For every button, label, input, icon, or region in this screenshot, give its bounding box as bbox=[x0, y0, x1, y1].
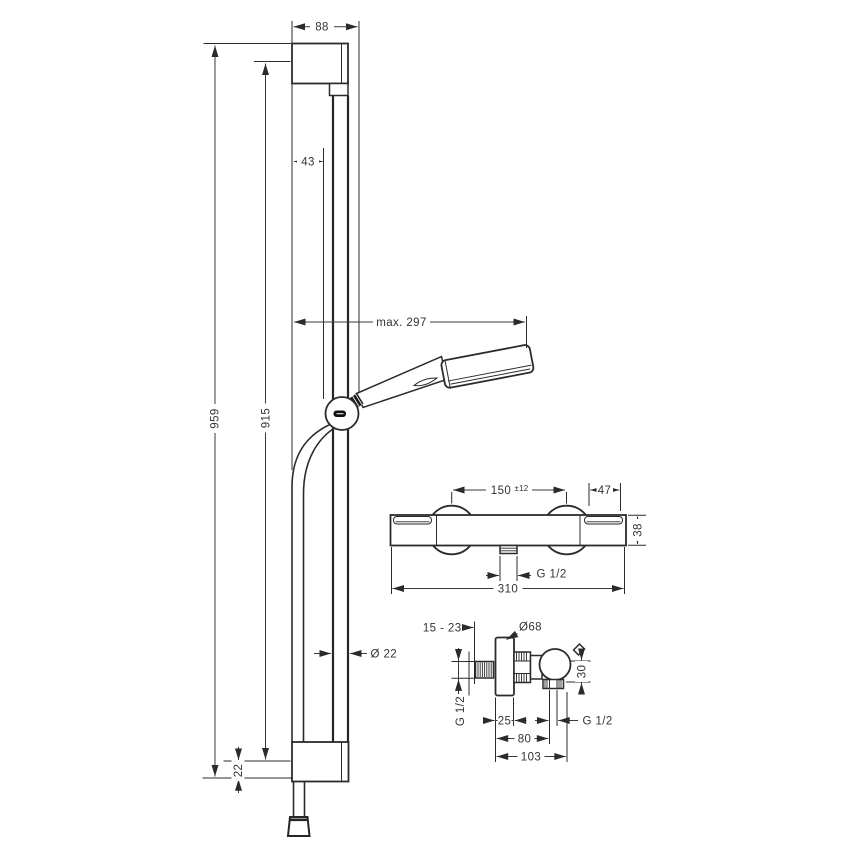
dim-80-label: 80 bbox=[518, 734, 532, 746]
dim-g12-inlet-label: G 1/2 bbox=[455, 696, 467, 726]
left-handle-grip bbox=[393, 516, 432, 525]
dim-22-label: 22 bbox=[233, 764, 245, 778]
dim-30-label: 30 bbox=[577, 665, 589, 679]
valve-escutcheon bbox=[494, 636, 515, 697]
thermostat-dimensions: 150 ±12 47 38 G 1/2 310 bbox=[391, 483, 646, 596]
dim-g12-outlet-label: G 1/2 bbox=[583, 716, 613, 728]
slider-holder bbox=[324, 396, 360, 431]
slide-bar-dimensions: 88 43 max. 297 959 915 22 bbox=[202, 20, 527, 793]
thermostat-body bbox=[389, 514, 627, 547]
dim-959-label: 959 bbox=[210, 408, 222, 428]
slide-bar-assembly bbox=[286, 21, 535, 837]
thermostat-mixer bbox=[389, 504, 627, 556]
dim-310-label: 310 bbox=[498, 584, 518, 596]
hand-shower bbox=[350, 344, 535, 409]
handle-tab bbox=[572, 642, 586, 657]
dim-o22-label: Ø 22 bbox=[371, 649, 398, 661]
dim-150-label: 150 bbox=[491, 485, 511, 497]
dim-47-label: 47 bbox=[598, 485, 612, 497]
inlet-nipple bbox=[474, 660, 495, 679]
hand-shower-head bbox=[440, 344, 535, 389]
hand-shower-handle bbox=[355, 355, 448, 409]
dim-25-label: 25 bbox=[498, 716, 512, 728]
dim-1523-label: 15 - 23 bbox=[423, 623, 462, 635]
bottom-wall-bracket bbox=[291, 741, 350, 783]
shutoff-valve bbox=[468, 621, 586, 697]
dim-o68-label: Ø68 bbox=[519, 622, 542, 634]
dim-88-label: 88 bbox=[315, 22, 329, 34]
hex-nut bbox=[513, 651, 532, 684]
dim-915-label: 915 bbox=[261, 408, 273, 428]
dim-38-label: 38 bbox=[633, 523, 645, 537]
hose-end-connector bbox=[286, 781, 311, 837]
valve-dimensions: 15 - 23 Ø68 G 1/2 30 bbox=[423, 622, 613, 764]
dim-43-label: 43 bbox=[301, 157, 315, 169]
top-wall-bracket bbox=[291, 42, 349, 97]
dim-150-tolerance-label: ±12 bbox=[515, 484, 529, 493]
dim-103-label: 103 bbox=[521, 752, 541, 764]
dim-max297-label: max. 297 bbox=[376, 317, 427, 329]
outlet-connector bbox=[499, 544, 518, 555]
shower-hose bbox=[291, 423, 337, 742]
valve-outlet bbox=[542, 678, 565, 690]
dim-g12-thermostat-label: G 1/2 bbox=[537, 569, 567, 581]
valve-handle bbox=[538, 648, 572, 681]
right-handle-grip bbox=[584, 516, 623, 525]
